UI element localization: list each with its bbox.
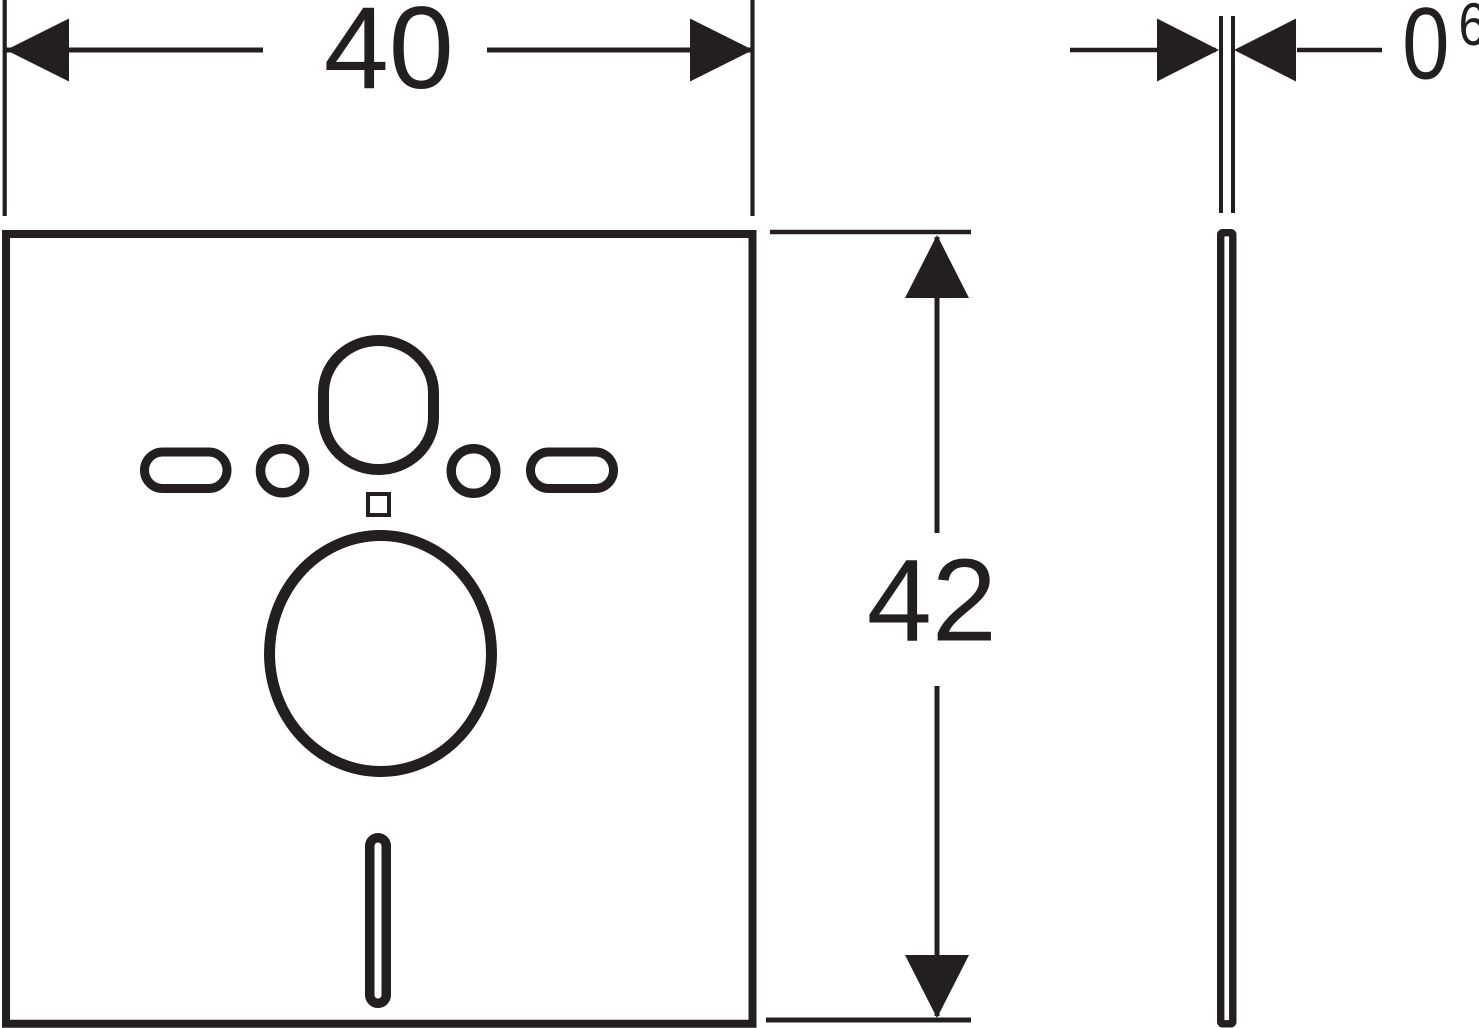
svg-text:6: 6 — [1458, 0, 1479, 58]
svg-text:42: 42 — [867, 535, 997, 666]
svg-text:40: 40 — [324, 0, 454, 113]
svg-text:0: 0 — [1402, 0, 1449, 100]
